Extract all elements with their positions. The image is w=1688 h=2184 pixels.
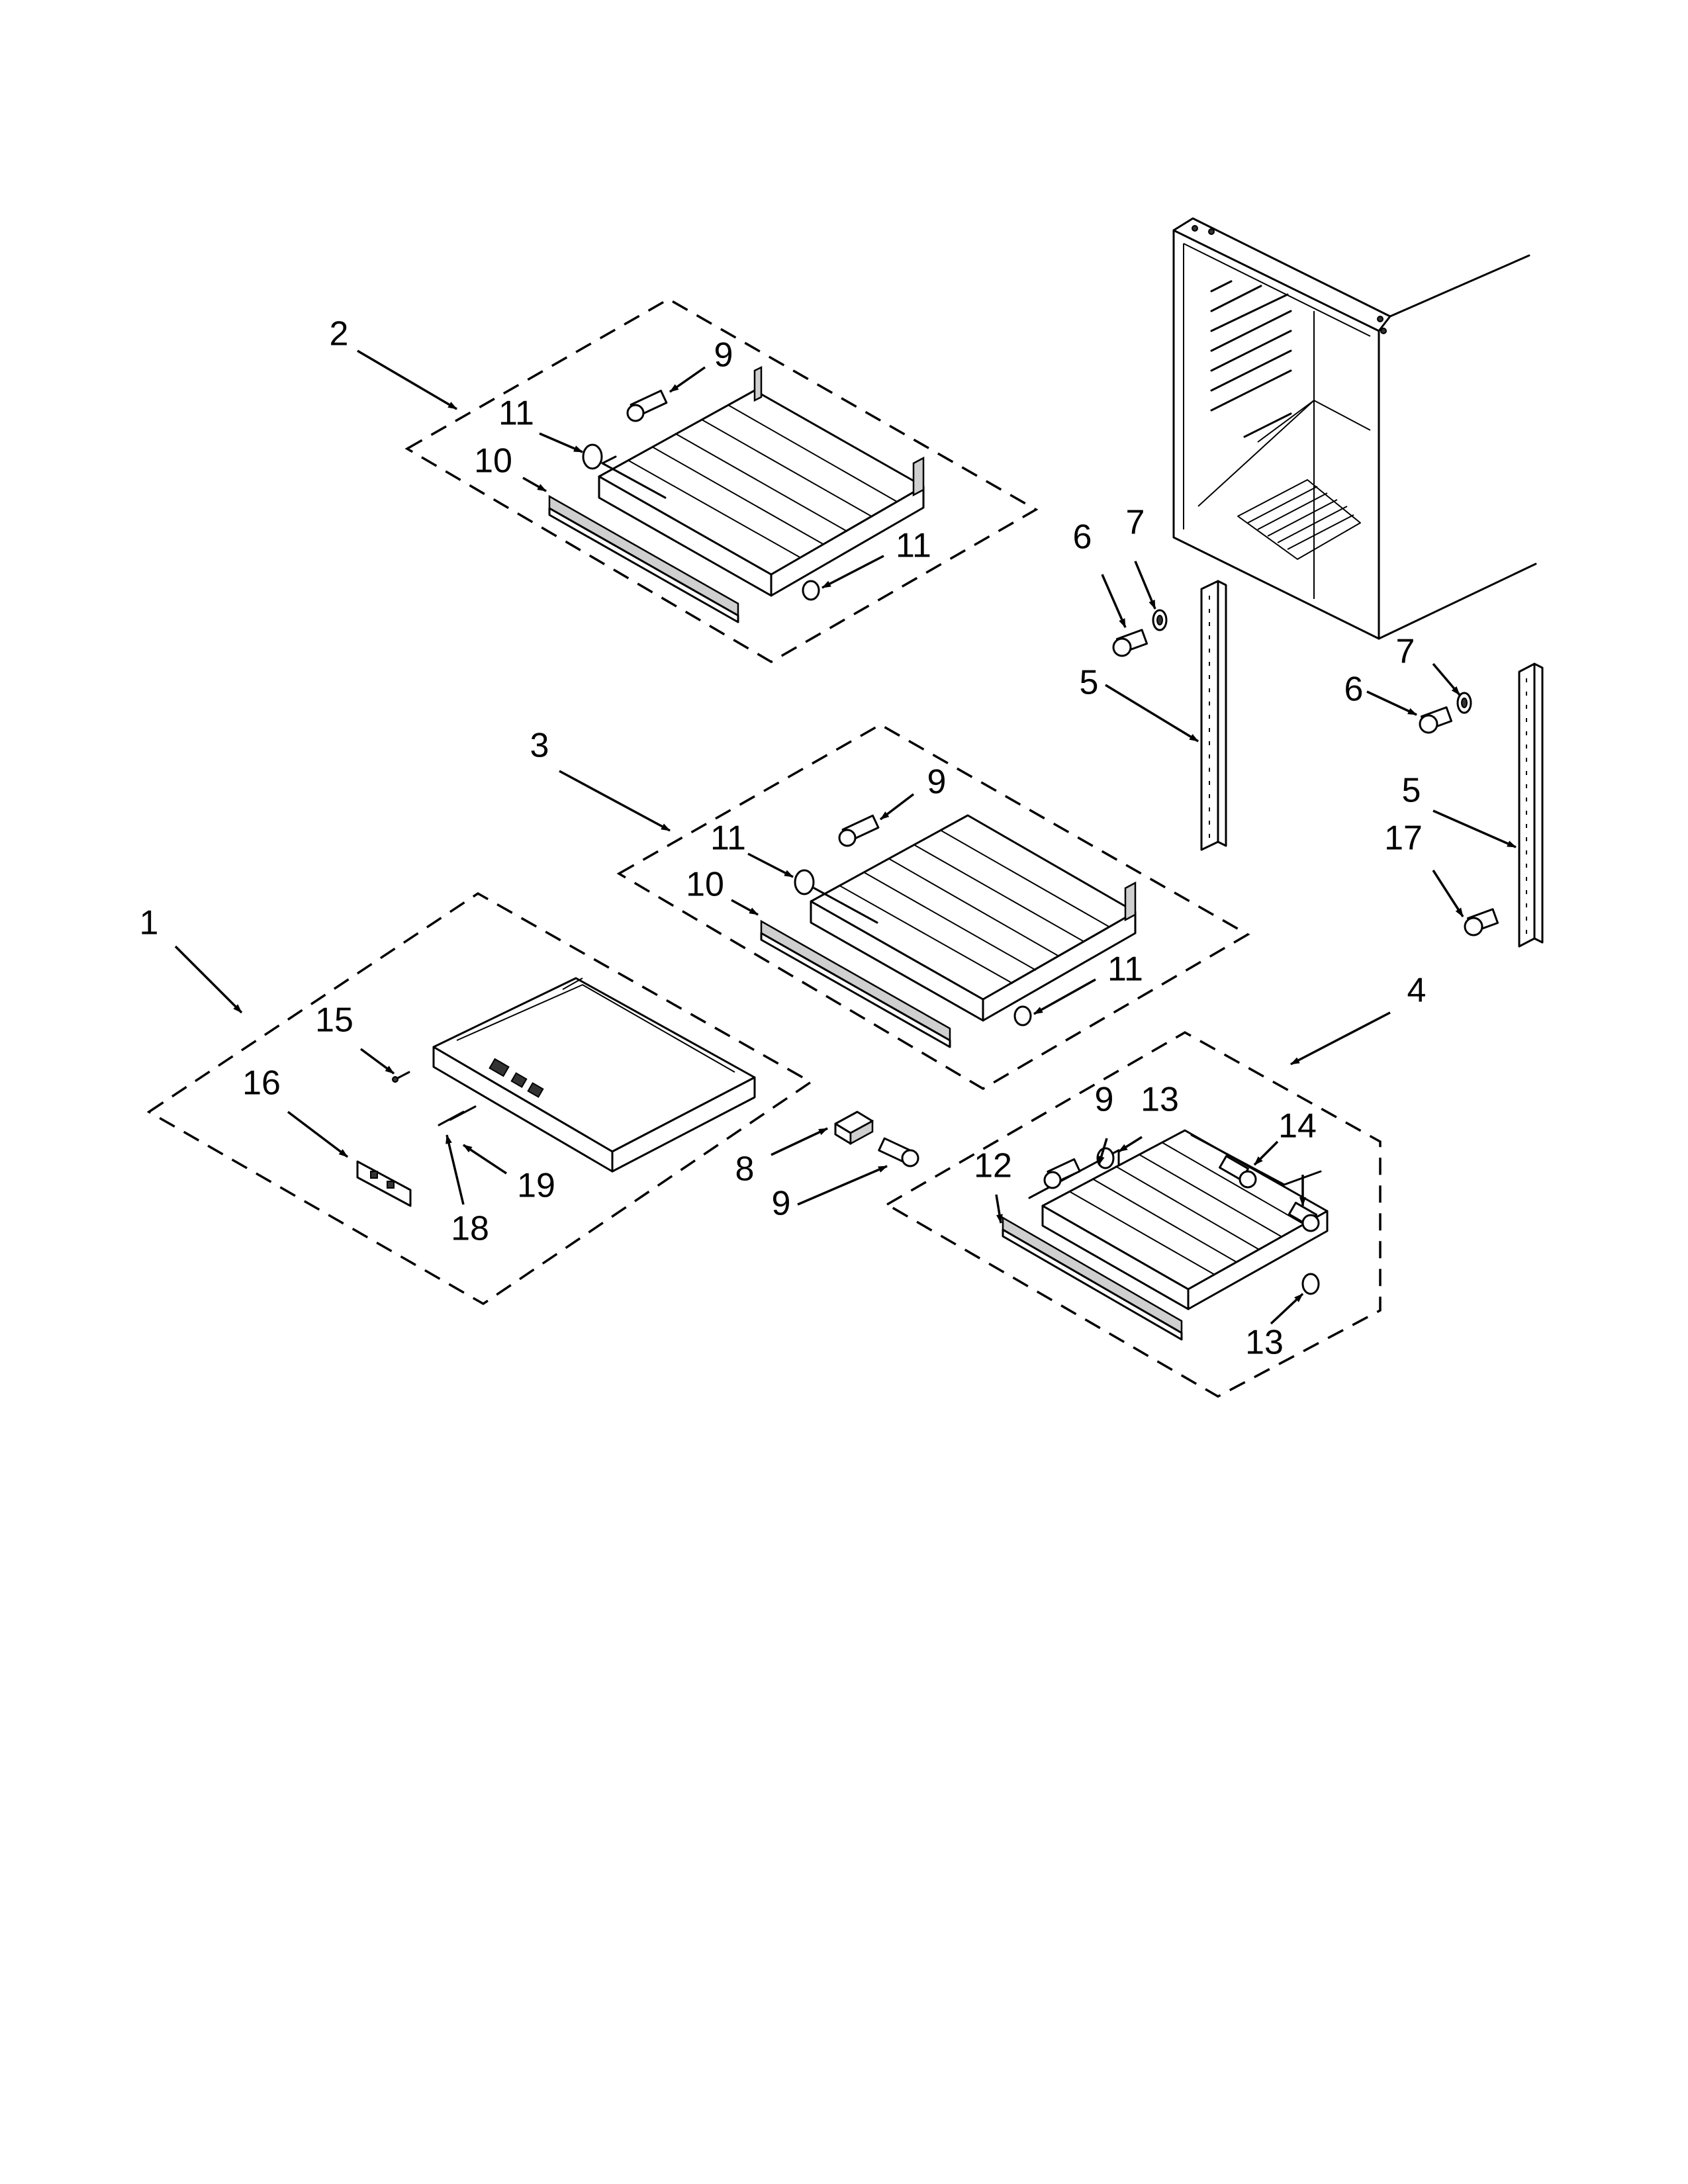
callout-10-mid: 10	[686, 866, 724, 904]
pin-19	[449, 1105, 477, 1121]
callout-18: 18	[451, 1210, 489, 1248]
assembly-4-boundary	[884, 1030, 1382, 1398]
bolt-9-middle	[838, 814, 880, 847]
roller-11-mid-right	[1013, 1005, 1032, 1026]
bolt-9-top	[626, 389, 668, 422]
screw-14-a	[1219, 1155, 1257, 1189]
control-panel-cover	[432, 977, 756, 1173]
callout-13-bot: 13	[1245, 1324, 1284, 1362]
cabinet-housing	[1172, 217, 1537, 640]
callout-4: 4	[1407, 972, 1427, 1010]
leader-lines	[174, 349, 1517, 1325]
callout-labels: 2 9 11 10 11 6 7 5 7 6 3 9 11 10 11 5 17…	[140, 315, 1427, 1362]
drawer-front-trim-bottom	[1002, 1216, 1183, 1341]
callout-8: 8	[735, 1150, 755, 1189]
drawer-frame-top	[598, 365, 925, 597]
roller-11-mid-left	[794, 869, 815, 895]
callout-12: 12	[974, 1147, 1012, 1185]
callout-16: 16	[242, 1064, 281, 1103]
callout-14: 14	[1278, 1107, 1317, 1146]
callout-5-a: 5	[1080, 664, 1099, 702]
bolt-9-low	[878, 1137, 919, 1167]
drawer-front-trim-middle	[760, 919, 951, 1048]
cabinet-vents-lower	[1237, 479, 1361, 560]
side-rail-right	[1518, 662, 1544, 948]
drawer-frame-bottom	[1028, 1129, 1329, 1310]
washer-7-upper	[1152, 609, 1168, 631]
drawer-front-trim-top	[548, 494, 739, 623]
callout-7-a: 7	[1126, 504, 1145, 542]
screw-6-lower	[1419, 706, 1453, 734]
callout-11-topr: 11	[896, 527, 931, 565]
callout-10-top: 10	[474, 442, 512, 480]
callout-19: 19	[517, 1167, 555, 1205]
callout-2: 2	[330, 315, 349, 353]
roller-11-top-left	[582, 443, 603, 470]
washer-7-lower	[1456, 692, 1472, 714]
screw-17	[1464, 908, 1499, 936]
callout-9-low: 9	[772, 1185, 791, 1223]
callout-9-bot: 9	[1095, 1081, 1114, 1119]
callout-5-b: 5	[1402, 772, 1421, 810]
callout-15: 15	[315, 1001, 353, 1040]
callout-17: 17	[1384, 819, 1423, 858]
screw-14-b	[1288, 1201, 1320, 1232]
drawer-frame-middle	[810, 814, 1137, 1022]
bracket-8	[834, 1111, 874, 1146]
callout-9-top: 9	[714, 336, 733, 375]
callout-13-top: 13	[1141, 1081, 1179, 1119]
screw-6-upper	[1112, 629, 1149, 657]
callout-1: 1	[140, 904, 159, 942]
cabinet-vents-upper	[1210, 280, 1292, 438]
assembly-1-boundary	[146, 891, 814, 1306]
callout-11-midr: 11	[1107, 950, 1143, 989]
callout-9-mid: 9	[927, 763, 947, 801]
callout-3: 3	[530, 727, 549, 765]
callout-6-a: 6	[1073, 518, 1092, 557]
callout-11-mid: 11	[710, 819, 746, 858]
assembly-2-boundary	[404, 297, 1039, 664]
assembly-3-boundary	[616, 723, 1250, 1091]
bolt-9-bottom	[1043, 1158, 1081, 1189]
pin-15	[392, 1071, 410, 1083]
callout-6-b: 6	[1344, 670, 1364, 709]
control-board-16	[356, 1160, 412, 1207]
callout-11-top: 11	[498, 394, 534, 433]
callout-7-b: 7	[1396, 633, 1415, 671]
roller-13-bottom	[1301, 1273, 1320, 1295]
roller-11-top-right	[802, 580, 820, 601]
side-rail-left	[1200, 580, 1227, 851]
